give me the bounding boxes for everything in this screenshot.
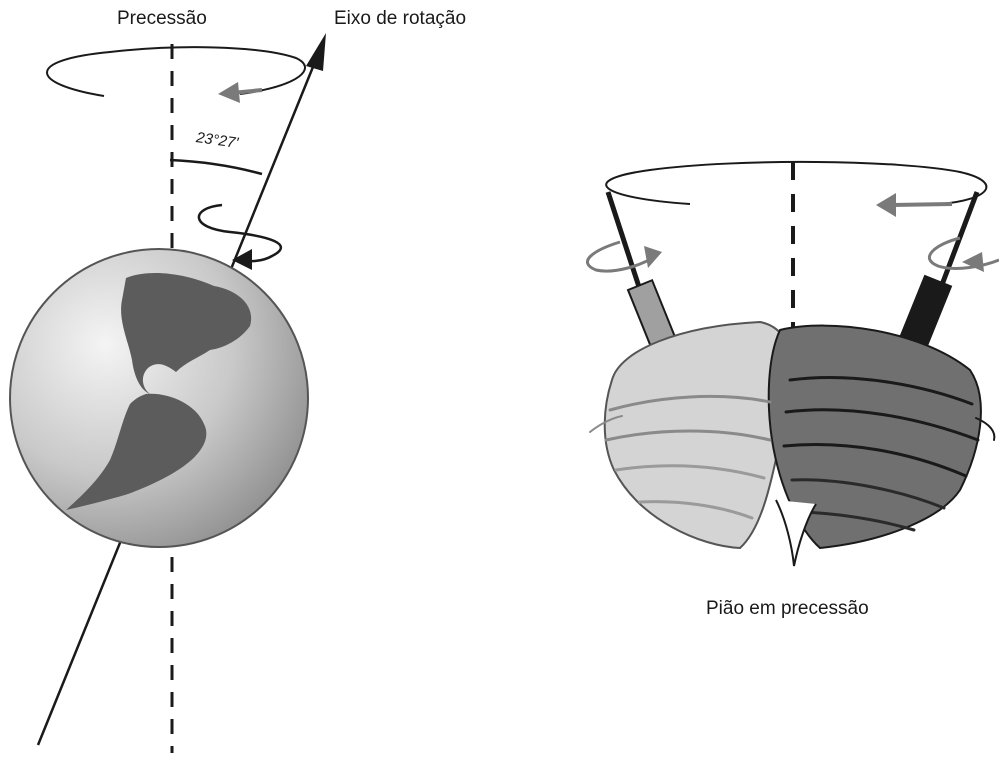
rotation-loop — [197, 203, 282, 263]
north-america-landmass — [121, 272, 252, 394]
tilt-angle-arc — [169, 158, 263, 176]
right-top-spin-loop — [927, 236, 999, 270]
rotation-axis-label: Eixo de rotação — [334, 8, 467, 29]
top-tip — [775, 499, 817, 567]
rotation-arrow-icon — [232, 249, 252, 270]
motion-streaks — [589, 375, 996, 532]
precession-label: Precessão — [117, 8, 207, 29]
spinning-top-label: Pião em precessão — [706, 598, 869, 619]
left-top-stem — [605, 191, 643, 291]
precession-arrow-icon — [218, 82, 263, 103]
south-america-landmass — [66, 393, 207, 510]
right-top-body — [767, 324, 982, 550]
left-top-spin-loop — [586, 240, 657, 273]
left-top-body — [603, 320, 793, 550]
top-precession-circle — [605, 160, 988, 205]
precession-circle — [46, 46, 306, 97]
axis-arrowhead-icon — [306, 33, 326, 71]
right-top-spin-arrow-icon — [962, 252, 984, 272]
right-top-stem — [937, 191, 980, 291]
top-precession-arrow-icon — [876, 193, 953, 217]
left-top-spin-arrow-icon — [644, 246, 662, 268]
